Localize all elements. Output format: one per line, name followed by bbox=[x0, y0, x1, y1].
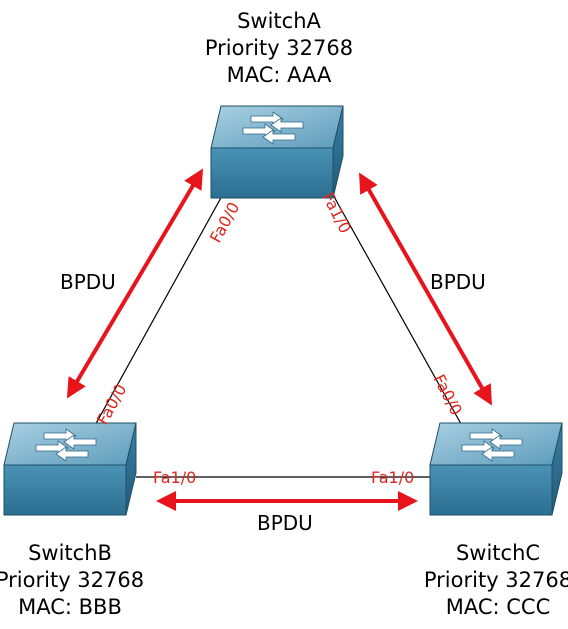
switch-c-name: SwitchC bbox=[455, 541, 541, 565]
port-label-c-left: Fa1/0 bbox=[371, 468, 414, 487]
switch-a-priority: Priority 32768 bbox=[204, 36, 354, 60]
switch-b-icon bbox=[3, 422, 137, 516]
switch-a-mac: MAC: AAA bbox=[226, 63, 332, 87]
port-label-a-left: Fa0/0 bbox=[206, 199, 244, 246]
switch-b-name: SwitchB bbox=[28, 541, 112, 565]
bpdu-arrow-right bbox=[359, 172, 492, 406]
switch-b-label: SwitchB Priority 32768 MAC: BBB bbox=[0, 540, 145, 621]
port-label-b-up: Fa0/0 bbox=[93, 381, 131, 428]
bpdu-label-bottom: BPDU bbox=[257, 511, 313, 535]
switch-b-priority: Priority 32768 bbox=[0, 568, 145, 592]
port-label-c-up: Fa0/0 bbox=[429, 371, 466, 418]
switch-a-label: SwitchA Priority 32768 MAC: AAA bbox=[204, 8, 354, 89]
switch-c-label: SwitchC Priority 32768 MAC: CCC bbox=[423, 540, 568, 621]
switch-c-mac: MAC: CCC bbox=[445, 595, 551, 619]
switch-a-name: SwitchA bbox=[237, 9, 321, 33]
bpdu-label-left: BPDU bbox=[60, 270, 116, 294]
switch-a-icon bbox=[210, 105, 344, 199]
switch-c-icon bbox=[429, 422, 563, 516]
port-label-b-right: Fa1/0 bbox=[153, 468, 196, 487]
bpdu-label-right: BPDU bbox=[430, 270, 486, 294]
bpdu-arrow-left bbox=[66, 168, 204, 399]
port-label-a-right: Fa1/0 bbox=[318, 189, 355, 236]
switch-c-priority: Priority 32768 bbox=[423, 568, 568, 592]
switch-b-mac: MAC: BBB bbox=[18, 595, 122, 619]
